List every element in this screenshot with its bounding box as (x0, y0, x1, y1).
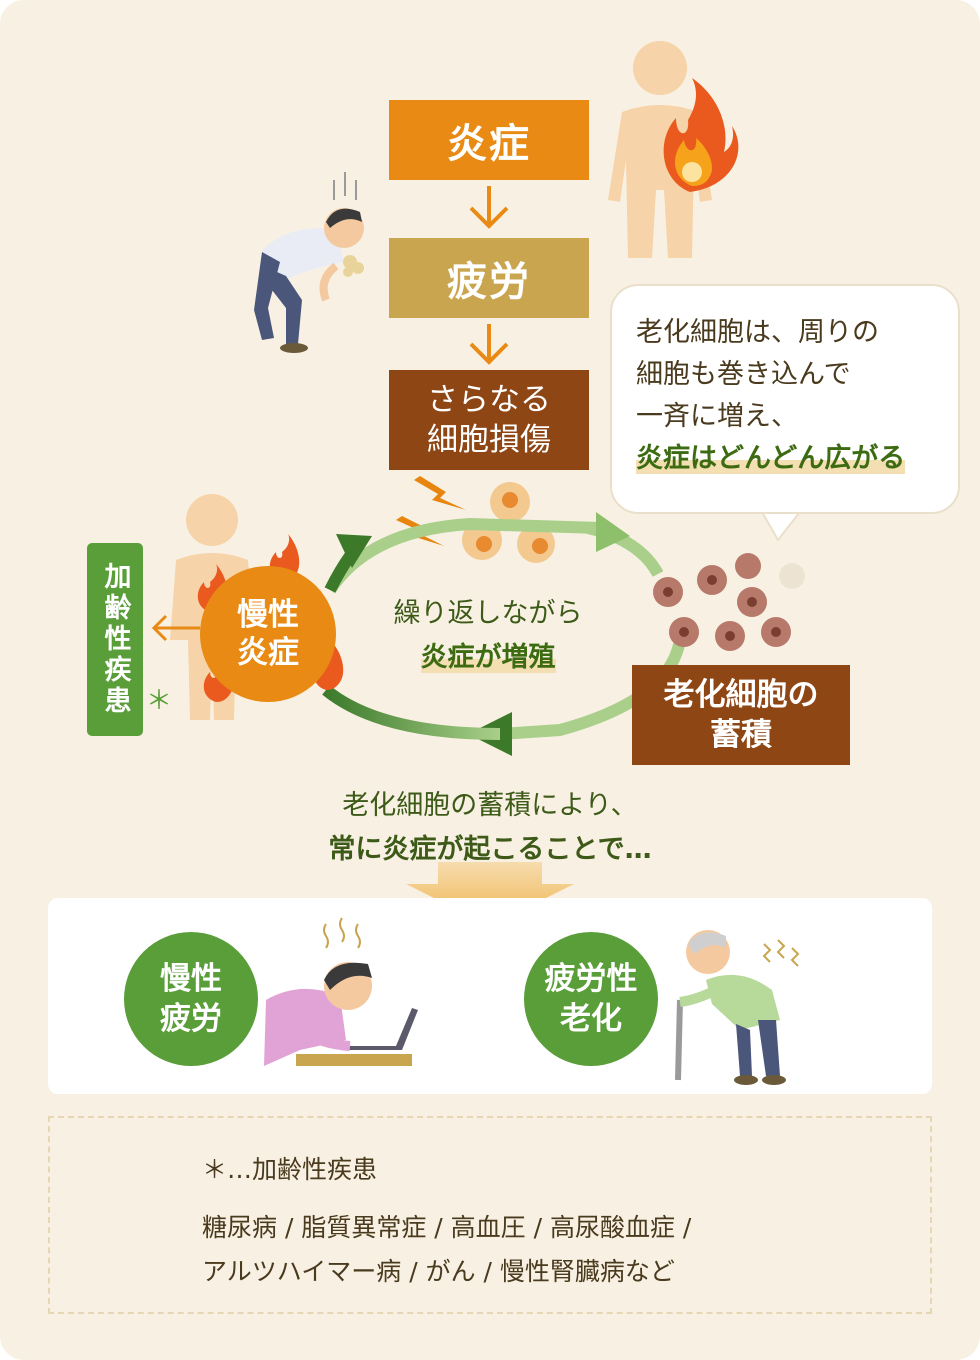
chronic-inflammation-line1: 慢性 (237, 597, 299, 633)
speech-bubble: 老化細胞は、周りの 細胞も巻き込んで 一斉に増え、 炎症はどんどん広がる (610, 284, 960, 514)
bubble-line3: 一斉に増え、 (636, 401, 798, 432)
cycle-text-highlight: 炎症が増殖 (420, 642, 556, 673)
notes-line2: アルツハイマー病 / がん / 慢性腎臓病など (202, 1257, 675, 1286)
senescent-cells-icon (653, 553, 805, 651)
elderly-man-cane-icon (675, 930, 800, 1085)
notes-line1: 糖尿病 / 脂質異常症 / 高血圧 / 高尿酸血症 / (202, 1213, 692, 1242)
damaged-cell-icon (462, 482, 555, 563)
summary-line2: 常に炎症が起こることで… (328, 834, 652, 865)
summary-line1: 老化細胞の蓄積により、 (342, 790, 638, 821)
desk-worker-icon (264, 917, 418, 1066)
bubble-highlight: 炎症はどんどん広がる (636, 443, 906, 474)
tired-man-icon (254, 172, 364, 353)
bubble-line2: 細胞も巻き込んで (636, 359, 851, 390)
age-disease-box: 加齢性疾患 (87, 543, 143, 736)
senescent-line2: 蓄積 (710, 717, 772, 753)
bubble-line1: 老化細胞は、周りの (636, 317, 879, 348)
senescent-accumulation-box: 老化細胞の 蓄積 (632, 665, 850, 765)
notes-box: ＊…加齢性疾患 糖尿病 / 脂質異常症 / 高血圧 / 高尿酸血症 / アルツハ… (48, 1116, 932, 1314)
chronic-inflammation-line2: 炎症 (237, 635, 299, 671)
inflammation-label: 炎症 (447, 121, 531, 167)
chronic-fatigue-circle: 慢性 疲労 (124, 932, 258, 1066)
fatigue-aging-line2: 老化 (560, 1001, 622, 1037)
chronic-inflammation-circle: 慢性 炎症 (200, 566, 336, 702)
cycle-center-text: 繰り返しながら 炎症が増殖 (348, 592, 628, 680)
notes-title: ＊…加齢性疾患 (202, 1155, 378, 1184)
senescent-line1: 老化細胞の (663, 677, 819, 713)
cell-damage-line2: 細胞損傷 (427, 422, 551, 458)
fatigue-aging-line1: 疲労性 (544, 961, 638, 997)
cell-damage-line1: さらなる (427, 382, 551, 418)
summary-text: 老化細胞の蓄積により、 常に炎症が起こることで… (150, 784, 830, 872)
fatigue-aging-circle: 疲労性 老化 (524, 932, 658, 1066)
big-down-arrow (406, 862, 574, 926)
flame-icon (663, 78, 739, 192)
inflammation-box: 炎症 (389, 100, 589, 180)
age-disease-label: 加齢性疾患 (99, 562, 131, 717)
cell-damage-box: さらなる 細胞損傷 (389, 370, 589, 470)
fatigue-box: 疲労 (389, 238, 589, 318)
chronic-fatigue-line2: 疲労 (160, 1001, 222, 1037)
arrow-to-disease (151, 614, 200, 642)
flow-arrow-1 (469, 186, 509, 229)
age-disease-asterisk: ＊ (146, 686, 173, 716)
chronic-fatigue-line1: 慢性 (160, 961, 222, 997)
fatigue-label: 疲労 (447, 259, 531, 305)
cycle-text-line1: 繰り返しながら (393, 598, 583, 629)
flow-arrow-2 (469, 324, 509, 365)
